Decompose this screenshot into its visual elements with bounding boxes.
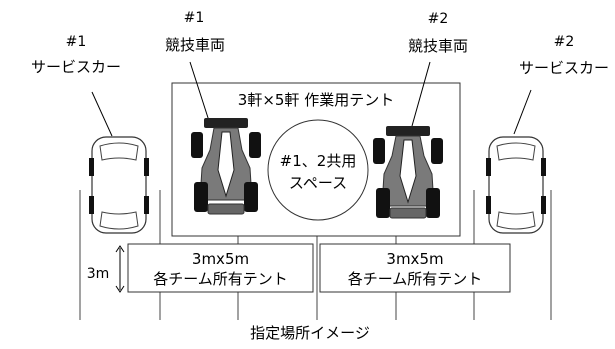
race-car-2-label: 競技車両 xyxy=(407,37,468,55)
team-tent-1-label: 各チーム所有テント xyxy=(153,270,288,288)
team-tent-2-size: 3mx5m xyxy=(386,250,444,268)
race-car-2-number: #2 xyxy=(427,11,449,27)
leader-service-car-2 xyxy=(513,89,532,135)
race-car-1 xyxy=(191,118,261,215)
dimension-label: 3m xyxy=(86,266,110,282)
lane-lines xyxy=(79,190,552,320)
team-tent-1-outline xyxy=(127,243,314,293)
team-tent-2-outline xyxy=(319,243,511,293)
shared-space-label-line1: #1、2共用 xyxy=(279,152,357,170)
race-car-1-number: #1 xyxy=(183,10,205,26)
shared-space-circle xyxy=(267,119,369,221)
leader-race-car-1 xyxy=(189,61,211,125)
leader-race-car-2 xyxy=(411,61,431,127)
race-car-2 xyxy=(373,126,443,219)
team-tent-1-size: 3mx5m xyxy=(191,250,250,268)
dimension-arrow xyxy=(115,245,125,293)
team-tent-2-label: 各チーム所有テント xyxy=(347,270,483,288)
service-car-1 xyxy=(89,136,149,234)
leader-lines xyxy=(91,61,532,137)
service-car-2-number: #2 xyxy=(553,34,575,50)
leader-service-car-1 xyxy=(91,91,113,137)
service-car-2-label: サービスカー xyxy=(518,59,609,77)
work-tent-label: 3軒×5軒 作業用テント xyxy=(237,91,395,109)
service-car-2 xyxy=(486,136,546,234)
service-car-1-label: サービスカー xyxy=(30,58,121,76)
race-car-1-label: 競技車両 xyxy=(164,36,225,54)
shared-space-label-line2: スペース xyxy=(288,174,348,192)
service-car-1-number: #1 xyxy=(65,34,87,50)
caption: 指定場所イメージ xyxy=(250,324,370,342)
